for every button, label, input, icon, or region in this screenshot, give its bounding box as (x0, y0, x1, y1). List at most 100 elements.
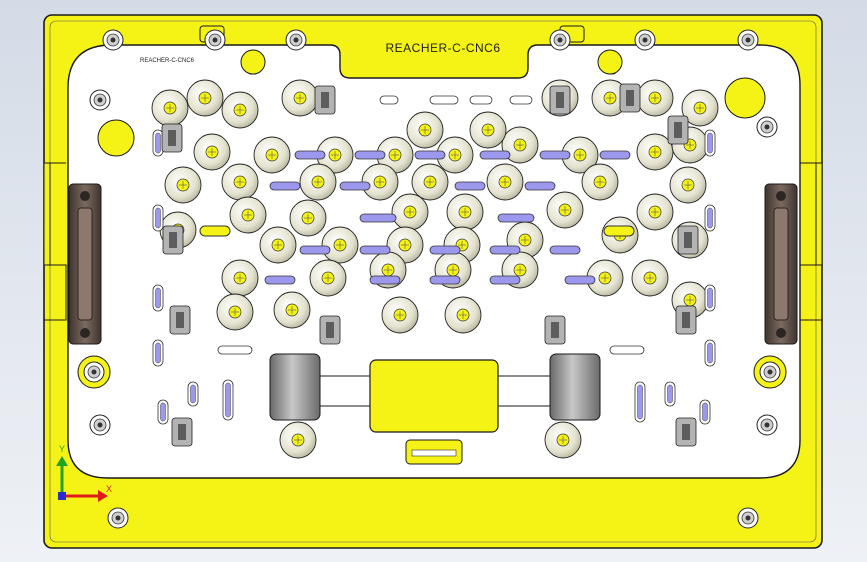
screw-icon (634, 29, 656, 51)
toggle-clamp (162, 225, 184, 255)
left-swing-clamp (269, 353, 321, 421)
locator-cup (273, 291, 311, 329)
locator-cup (221, 163, 259, 201)
locator-cups (151, 79, 719, 459)
screw-icon (756, 116, 778, 138)
toggle-clamp (161, 123, 183, 153)
guide-slot (609, 345, 645, 355)
triad-y-label: Y (59, 444, 65, 454)
screw-icon (102, 29, 124, 51)
toggle-clamp (314, 85, 336, 115)
locator-slot (359, 245, 391, 255)
locator-cup (229, 196, 267, 234)
locator-slot (339, 181, 371, 191)
locator-cup (259, 226, 297, 264)
locator-slot (269, 181, 301, 191)
locator-cup (253, 136, 291, 174)
locator-cup (581, 163, 619, 201)
locator-cup (681, 89, 719, 127)
locator-slot (489, 245, 521, 255)
locator-slot (429, 275, 461, 285)
locator-slot (599, 150, 631, 160)
locator-cup (193, 133, 231, 171)
mounting-screws (83, 29, 781, 529)
guide-slots (152, 95, 716, 425)
toggle-clamp (549, 85, 571, 115)
locator-slot (479, 150, 511, 160)
locator-cup (586, 259, 624, 297)
guide-slot (469, 95, 493, 105)
locator-cup (381, 296, 419, 334)
locator-cup (316, 136, 354, 174)
locator-slot (489, 275, 521, 285)
toggle-clamp (675, 417, 697, 447)
locator-slot (359, 213, 397, 223)
guide-slot (217, 345, 253, 355)
yellow-boss (240, 49, 266, 75)
locator-slot (264, 275, 296, 285)
toggle-clamp (619, 83, 641, 113)
locator-cup (309, 259, 347, 297)
locator-cup (216, 293, 254, 331)
locator-slot (454, 181, 486, 191)
locator-cup (444, 296, 482, 334)
locator-cup (186, 79, 224, 117)
locator-slot (429, 245, 461, 255)
yellow-boss (597, 49, 623, 75)
screw-icon (83, 361, 105, 383)
screw-icon (204, 29, 226, 51)
locator-cup (361, 163, 399, 201)
locator-slot (549, 245, 581, 255)
locator-slot (564, 275, 596, 285)
z-axis-marker (58, 492, 66, 500)
coordinate-triad: X Y (56, 444, 112, 502)
locator-slot (354, 150, 386, 160)
locator-cup (546, 191, 584, 229)
locator-cup (544, 421, 582, 459)
toggle-clamps (161, 83, 699, 447)
center-clamp-bridge (269, 353, 601, 465)
drawing-small-label: REACHER-C-CNC6 (140, 58, 195, 64)
locator-slot (299, 245, 331, 255)
locator-cup (299, 163, 337, 201)
toggle-clamp (675, 305, 697, 335)
triad-x-label: X (106, 484, 112, 494)
locator-cup (321, 226, 359, 264)
locator-cup (636, 193, 674, 231)
locator-cup (376, 136, 414, 174)
locator-cup (486, 163, 524, 201)
toggle-clamp (319, 315, 341, 345)
locator-cup (406, 111, 444, 149)
locator-cup (636, 79, 674, 117)
screw-icon (756, 414, 778, 436)
toggle-clamp (169, 305, 191, 335)
locator-cup (469, 111, 507, 149)
locator-cup (391, 193, 429, 231)
guide-slot (509, 95, 533, 105)
yellow-slot (603, 225, 635, 237)
locator-cup (411, 163, 449, 201)
left-handle[interactable] (68, 183, 102, 345)
right-handle[interactable] (764, 183, 798, 345)
screw-icon (549, 29, 571, 51)
locator-slots (264, 150, 631, 285)
screw-icon (89, 414, 111, 436)
locator-cup (164, 166, 202, 204)
locator-cup (221, 259, 259, 297)
guide-slot (429, 95, 459, 105)
screw-icon (737, 29, 759, 51)
screw-icon (89, 89, 111, 111)
locator-cup (631, 259, 669, 297)
locator-slot (414, 150, 446, 160)
yellow-boss (97, 119, 135, 157)
locator-cup (281, 79, 319, 117)
screw-icon (107, 507, 129, 529)
guide-slot (379, 95, 399, 105)
locator-cup (446, 193, 484, 231)
locator-cup (669, 166, 707, 204)
toggle-clamp (667, 115, 689, 145)
locator-cup (501, 126, 539, 164)
locator-cup (151, 89, 189, 127)
